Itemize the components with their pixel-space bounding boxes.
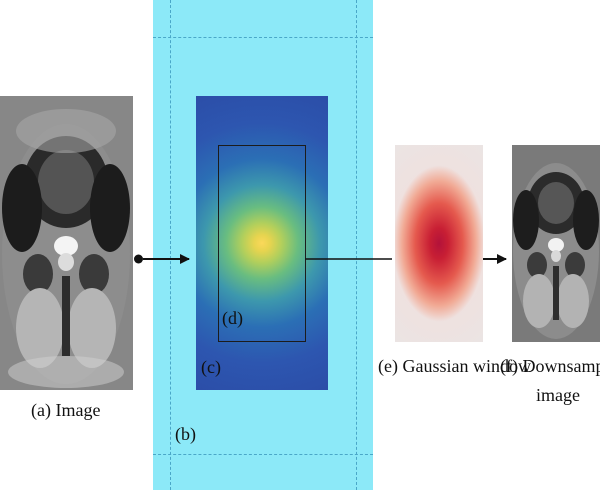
panel-b-top-dashed-line: [153, 37, 373, 38]
arrow-origin-dot: [134, 254, 143, 264]
gaussian-window-image: [395, 145, 483, 342]
label-b: (b): [175, 424, 196, 444]
label-c: (c): [201, 357, 221, 377]
panel-b-right-dashed-line: [356, 0, 357, 490]
label-d: (d): [222, 308, 243, 328]
panel-b-left-dashed-line: [170, 0, 171, 490]
label-e-gaussian-window: (e) Gaussian window: [378, 356, 531, 376]
downsampled-mri-image: [512, 145, 600, 342]
label-f-downsampled-line2: image: [536, 385, 580, 405]
label-f-downsampled-line1: (f) Downsampled: [500, 356, 600, 376]
label-a-image: (a) Image: [31, 400, 101, 420]
input-mri-image: [0, 96, 133, 390]
low-frequency-crop-box: [218, 145, 306, 342]
panel-b-bottom-dashed-line: [153, 454, 373, 455]
